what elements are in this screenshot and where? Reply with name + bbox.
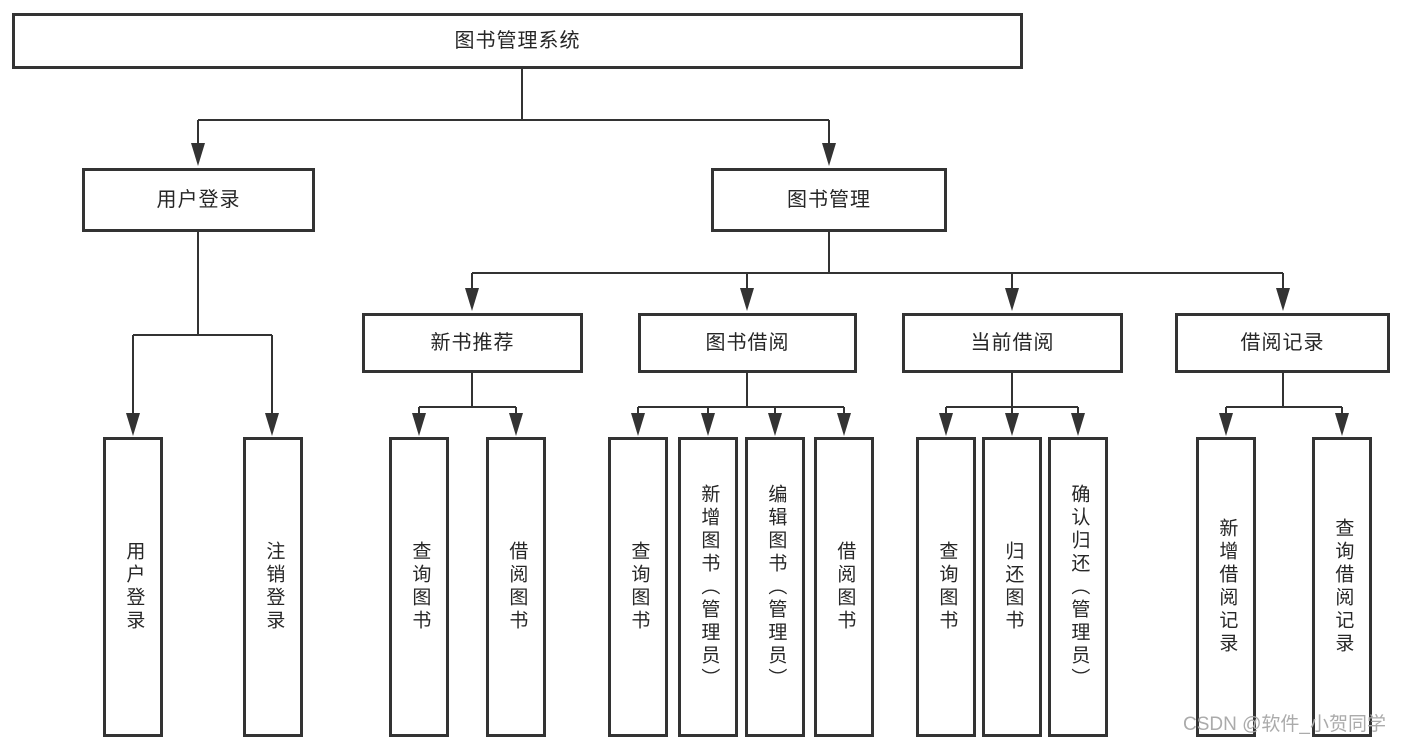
leaf-add-borrow-record: 新增借阅记录: [1196, 437, 1256, 737]
node-book-borrowing: 图书借阅: [638, 313, 857, 373]
leaf-query-borrow-record: 查询借阅记录: [1312, 437, 1372, 737]
leaf-query-books-recommend: 查询图书: [389, 437, 449, 737]
node-user-login: 用户登录: [82, 168, 315, 232]
leaf-query-books-borrowing: 查询图书: [608, 437, 668, 737]
node-book-management: 图书管理: [711, 168, 947, 232]
leaf-edit-books-admin: 编辑图书（管理员）: [745, 437, 805, 737]
leaf-borrow-books-borrowing: 借阅图书: [814, 437, 874, 737]
leaf-add-books-admin: 新增图书（管理员）: [678, 437, 738, 737]
leaf-logout: 注销登录: [243, 437, 303, 737]
node-current-borrowing: 当前借阅: [902, 313, 1123, 373]
leaf-confirm-return-admin: 确认归还（管理员）: [1048, 437, 1108, 737]
node-library-management-system: 图书管理系统: [12, 13, 1023, 69]
node-borrowing-records: 借阅记录: [1175, 313, 1390, 373]
leaf-borrow-books-recommend: 借阅图书: [486, 437, 546, 737]
leaf-user-login: 用户登录: [103, 437, 163, 737]
csdn-watermark: CSDN @软件_小贺同学: [1183, 714, 1386, 735]
leaf-query-books-current: 查询图书: [916, 437, 976, 737]
leaf-return-books: 归还图书: [982, 437, 1042, 737]
node-new-book-recommendation: 新书推荐: [362, 313, 583, 373]
